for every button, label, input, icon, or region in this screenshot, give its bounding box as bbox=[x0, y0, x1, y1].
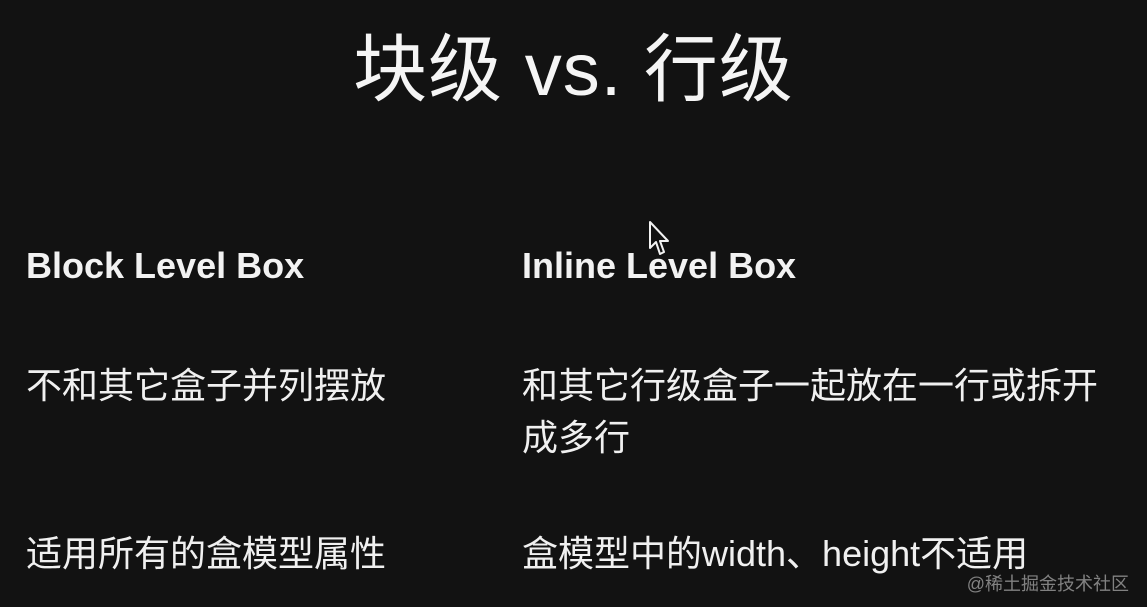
watermark: @稀土掘金技术社区 bbox=[966, 574, 1129, 594]
inline-level-point-2: 盒模型中的width、height不适用 bbox=[522, 533, 1029, 574]
inline-level-point-1: 和其它行级盒子一起放在一行或拆开成多行 bbox=[522, 365, 1099, 458]
block-level-heading: Block Level Box bbox=[26, 245, 305, 286]
mouse-pointer-icon bbox=[648, 220, 670, 256]
slide-title: 块级 vs. 行级 bbox=[353, 28, 794, 111]
block-level-point-1: 不和其它盒子并列摆放 bbox=[26, 365, 387, 406]
block-level-point-2: 适用所有的盒模型属性 bbox=[26, 533, 387, 574]
